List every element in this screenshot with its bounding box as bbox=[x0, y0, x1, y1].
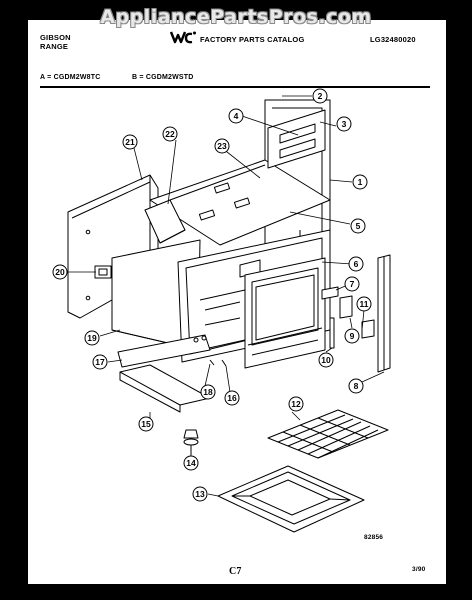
model-b: B = CGDM2WSTD bbox=[132, 74, 194, 81]
burner-valve bbox=[183, 429, 199, 455]
vent-plate bbox=[267, 109, 326, 169]
callout-4: 4 bbox=[228, 108, 244, 124]
svg-text:10: 10 bbox=[321, 355, 331, 365]
svg-text:18: 18 bbox=[203, 387, 213, 397]
flue-deflector bbox=[144, 199, 186, 244]
catalog-title: FACTORY PARTS CATALOG bbox=[200, 35, 305, 44]
callout-9: 9 bbox=[344, 328, 360, 344]
callout-18: 18 bbox=[200, 384, 216, 400]
svg-text:13: 13 bbox=[195, 489, 205, 499]
svg-text:4: 4 bbox=[234, 111, 239, 121]
svg-text:8: 8 bbox=[354, 381, 359, 391]
svg-text:5: 5 bbox=[356, 221, 361, 231]
svg-text:16: 16 bbox=[227, 393, 237, 403]
callout-2: 2 bbox=[312, 88, 328, 104]
callout-19: 19 bbox=[84, 330, 100, 346]
callout-8: 8 bbox=[348, 378, 364, 394]
watermark: AppliancePartsPros.com bbox=[100, 6, 372, 28]
svg-text:3: 3 bbox=[342, 119, 347, 129]
svg-text:11: 11 bbox=[360, 299, 369, 309]
oven-door bbox=[244, 257, 326, 369]
svg-text:14: 14 bbox=[186, 458, 196, 468]
svg-text:9: 9 bbox=[350, 331, 355, 341]
kick-plate bbox=[119, 364, 211, 413]
callout-1: 1 bbox=[352, 174, 368, 190]
svg-text:12: 12 bbox=[291, 399, 301, 409]
callout-16: 16 bbox=[224, 390, 240, 406]
callout-13: 13 bbox=[192, 486, 208, 502]
catalog-number: LG32480020 bbox=[370, 35, 416, 44]
callouts: 2 4 3 21 22 23 1 5 6 7 20 11 9 19 10 17 … bbox=[52, 88, 372, 502]
svg-text:19: 19 bbox=[87, 333, 97, 343]
svg-text:15: 15 bbox=[141, 419, 151, 429]
catalog-date: 3/90 bbox=[412, 566, 426, 573]
svg-text:20: 20 bbox=[55, 267, 65, 277]
oven-rack bbox=[267, 409, 389, 459]
door-strip bbox=[377, 254, 391, 373]
callout-21: 21 bbox=[122, 134, 138, 150]
brand-line-2: RANGE bbox=[40, 42, 69, 51]
callout-12: 12 bbox=[288, 396, 304, 412]
top-panel bbox=[149, 159, 331, 246]
callout-5: 5 bbox=[350, 218, 366, 234]
svg-text:21: 21 bbox=[125, 137, 135, 147]
drawing-number: 82856 bbox=[364, 534, 384, 541]
side-bracket bbox=[94, 265, 112, 279]
callout-3: 3 bbox=[336, 116, 352, 132]
callout-20: 20 bbox=[52, 264, 68, 280]
model-a: A = CGDM2W8TC bbox=[40, 74, 101, 81]
header-rule bbox=[40, 86, 430, 88]
callout-23: 23 bbox=[214, 138, 230, 154]
svg-text:17: 17 bbox=[95, 357, 105, 367]
door-hinge bbox=[321, 286, 339, 300]
callout-11: 11 bbox=[356, 296, 372, 312]
callout-14: 14 bbox=[183, 455, 199, 471]
callout-22: 22 bbox=[162, 126, 178, 142]
fasteners bbox=[193, 335, 227, 367]
callout-17: 17 bbox=[92, 354, 108, 370]
page-code: C7 bbox=[229, 566, 242, 577]
svg-text:7: 7 bbox=[350, 279, 355, 289]
callout-6: 6 bbox=[348, 256, 364, 272]
callout-15: 15 bbox=[138, 416, 154, 432]
wci-logo bbox=[170, 31, 196, 44]
svg-text:22: 22 bbox=[165, 129, 175, 139]
callout-7: 7 bbox=[344, 276, 360, 292]
svg-text:6: 6 bbox=[354, 259, 359, 269]
svg-text:23: 23 bbox=[217, 141, 227, 151]
latch-parts bbox=[329, 295, 375, 349]
callout-10: 10 bbox=[318, 352, 334, 368]
svg-text:1: 1 bbox=[358, 177, 363, 187]
broiler-pan bbox=[217, 465, 365, 533]
bottom-panel bbox=[117, 334, 211, 368]
svg-text:2: 2 bbox=[318, 91, 323, 101]
brand-line-1: GIBSON bbox=[40, 33, 71, 42]
